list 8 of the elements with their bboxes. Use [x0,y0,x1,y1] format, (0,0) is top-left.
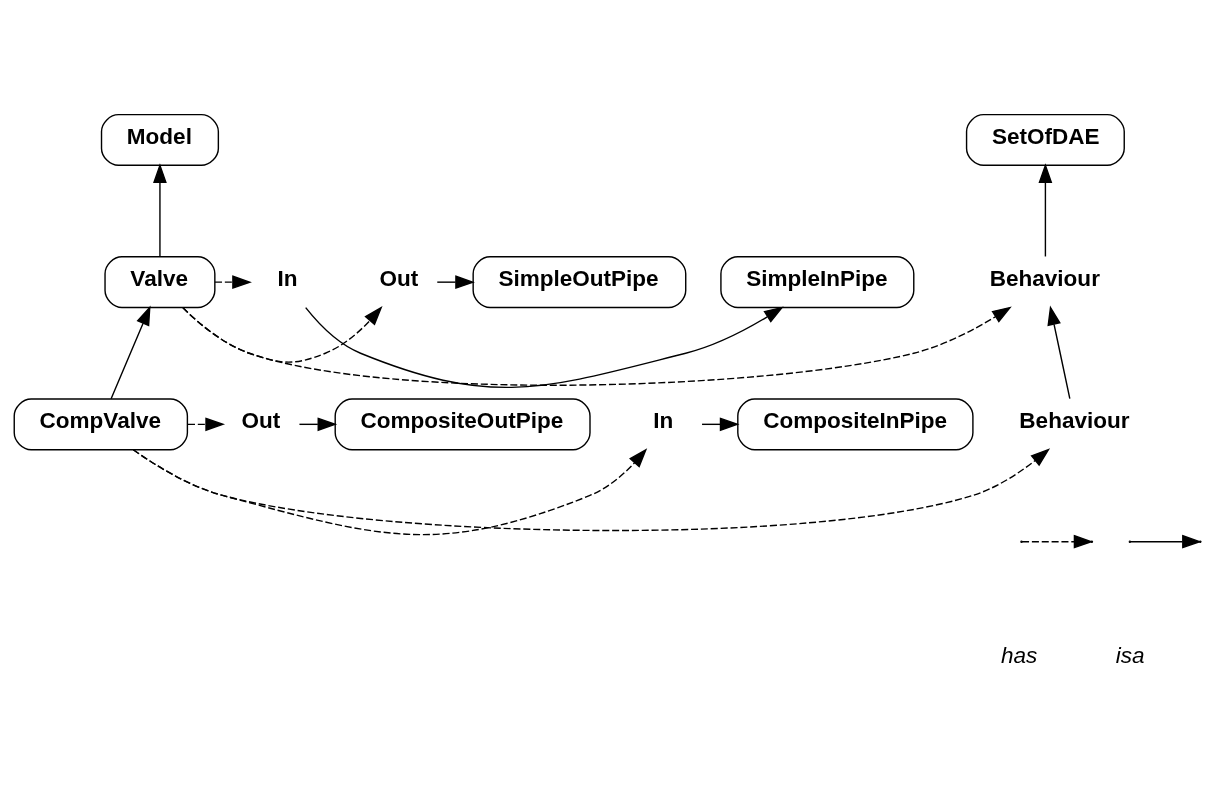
legend-label: isa [1115,642,1145,668]
node-text: In [653,407,674,433]
node-text: In [277,265,298,291]
node-text: Behaviour [1019,407,1130,433]
node-text: Out [241,407,281,433]
node-text: Behaviour [989,265,1100,291]
node-text: Out [379,265,419,291]
legend-label: has [1001,642,1038,668]
